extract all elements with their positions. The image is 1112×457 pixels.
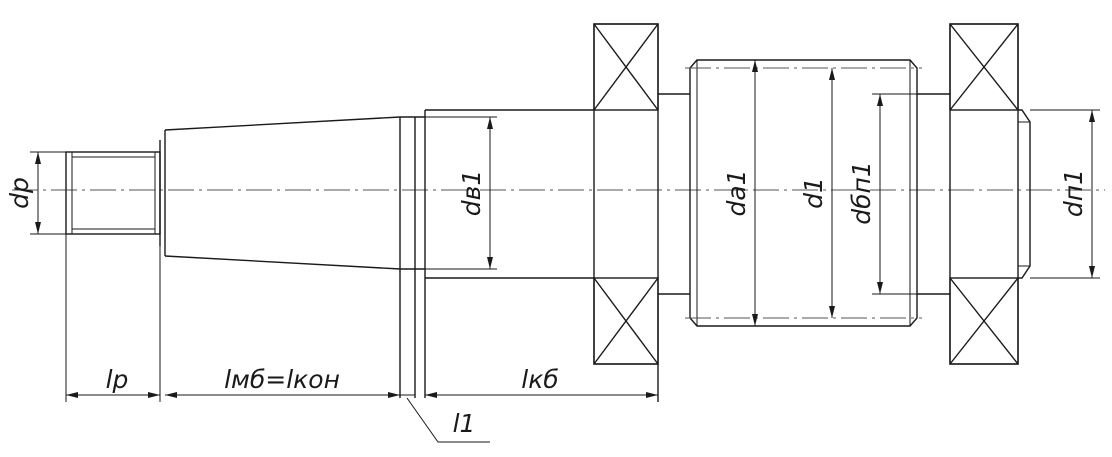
shoulder <box>917 93 950 295</box>
dim-l1 <box>400 394 490 443</box>
label-dp: dp <box>5 177 34 209</box>
label-lp: lр <box>106 365 129 394</box>
label-lkb: lкб <box>521 365 558 394</box>
label-lmb: lмб=lкон <box>224 365 340 394</box>
label-dv1: dв1 <box>457 170 486 217</box>
threaded-section <box>65 151 161 235</box>
left-bearing <box>593 23 659 402</box>
label-da1: da1 <box>722 169 751 216</box>
gear-section <box>685 59 922 327</box>
collar <box>658 93 690 295</box>
label-dbp1: dбп1 <box>847 161 876 225</box>
journal-section <box>424 109 594 398</box>
label-d1: d1 <box>799 177 828 209</box>
taper-section <box>159 116 425 398</box>
label-l1: l1 <box>453 409 476 438</box>
extension-lines <box>30 93 1100 402</box>
right-bearing <box>949 23 1019 365</box>
right-journal <box>1018 109 1031 279</box>
label-dp1: dп1 <box>1059 169 1088 217</box>
